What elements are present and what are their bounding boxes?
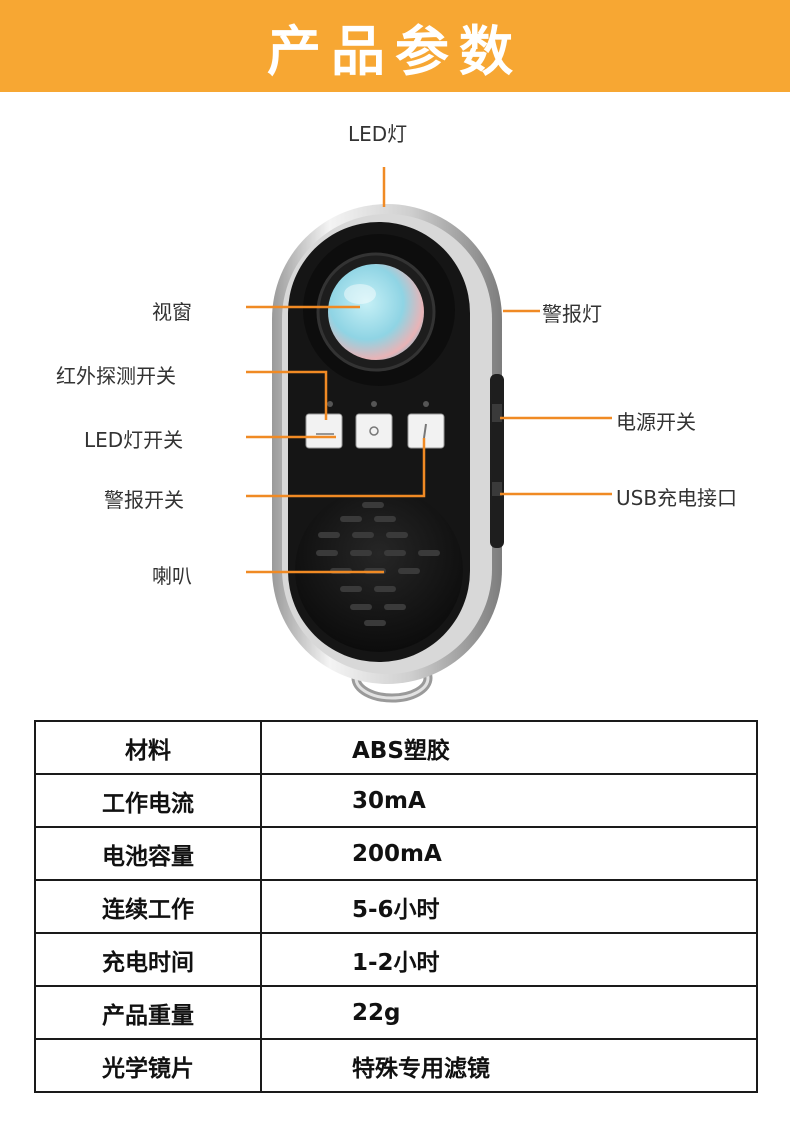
spec-key: 材料 (34, 720, 262, 775)
label-power-switch: 电源开关 (616, 410, 696, 434)
table-row: 电池容量 200mA (34, 826, 758, 881)
spec-value: 30mA (260, 773, 758, 828)
button-icon (305, 413, 445, 449)
device-diagram: LED灯 视窗 红外探测开关 LED灯开关 警报开关 喇叭 警报灯 电源开关 U… (0, 92, 790, 712)
table-row: 产品重量 22g (34, 985, 758, 1040)
spec-value: ABS塑胶 (260, 720, 758, 775)
table-row: 材料 ABS塑胶 (34, 720, 758, 775)
spec-value: 特殊专用滤镜 (260, 1038, 758, 1093)
leader-lines (246, 167, 612, 574)
spec-value: 200mA (260, 826, 758, 881)
table-row: 充电时间 1-2小时 (34, 932, 758, 987)
speaker-grille-icon (295, 488, 463, 652)
spec-value: 5-6小时 (260, 879, 758, 934)
spec-table: 材料 ABS塑胶 工作电流 30mA 电池容量 200mA 连续工作 5-6小时… (34, 720, 758, 1093)
spec-key: 光学镜片 (34, 1038, 262, 1093)
spec-key: 工作电流 (34, 773, 262, 828)
spec-key: 充电时间 (34, 932, 262, 987)
spec-key: 电池容量 (34, 826, 262, 881)
spec-key: 产品重量 (34, 985, 262, 1040)
side-switch-strip (490, 374, 504, 548)
spec-value: 22g (260, 985, 758, 1040)
device-illustration (246, 167, 612, 703)
table-row: 光学镜片 特殊专用滤镜 (34, 1038, 758, 1093)
label-viewing-window: 视窗 (152, 300, 192, 324)
header-banner: 产品参数 (0, 0, 790, 92)
spec-value: 1-2小时 (260, 932, 758, 987)
label-led-light: LED灯 (348, 122, 408, 146)
label-usb-port: USB充电接口 (616, 486, 738, 510)
label-speaker: 喇叭 (152, 564, 192, 588)
lens-icon (316, 252, 436, 372)
label-alarm-switch: 警报开关 (104, 488, 184, 512)
table-row: 连续工作 5-6小时 (34, 879, 758, 934)
page-title: 产品参数 (267, 19, 523, 83)
label-alarm-light: 警报灯 (542, 302, 602, 326)
spec-key: 连续工作 (34, 879, 262, 934)
table-row: 工作电流 30mA (34, 773, 758, 828)
label-led-switch: LED灯开关 (84, 428, 184, 452)
label-infrared-switch: 红外探测开关 (56, 364, 176, 388)
